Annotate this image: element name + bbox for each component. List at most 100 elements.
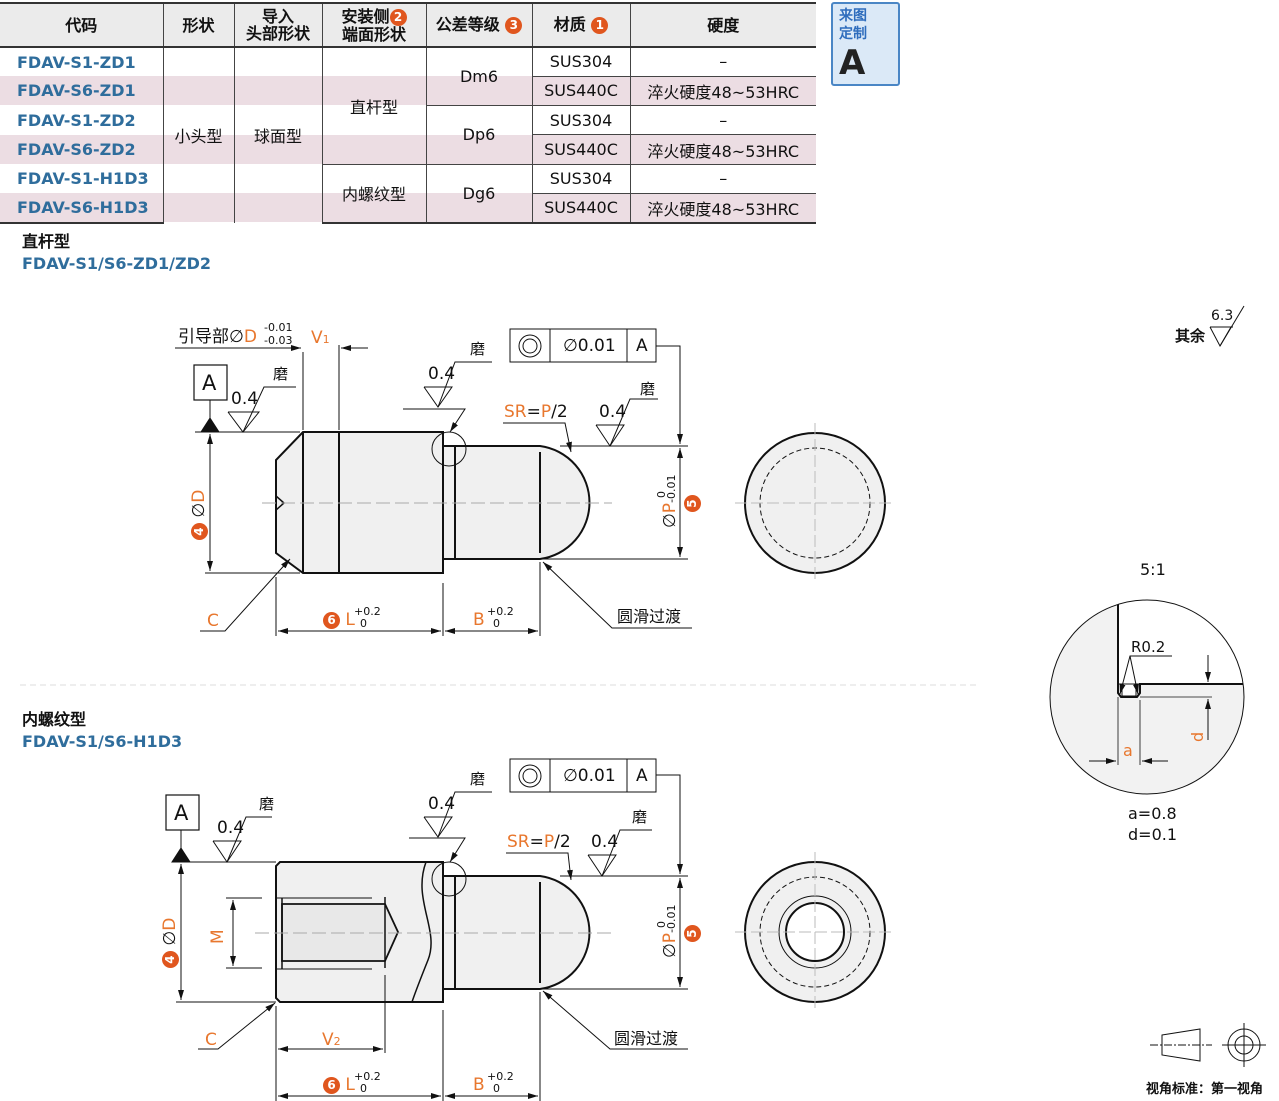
detail-scale: 5:1 [1140,560,1166,579]
v2-label: V2 [322,1032,341,1049]
badge-4: 4 [191,523,208,540]
roughness-value: 0.4 [231,389,259,409]
material-cell: SUS304 [531,164,630,194]
diameter-p-dimension: ∅P-0.01 [660,474,680,528]
section-title-straight: 直杆型 [22,232,71,251]
v-label: V [311,328,323,348]
v-sub: 1 [322,333,330,346]
header-hardness: 硬度 [629,2,816,48]
material-cell: SUS304 [531,105,630,136]
roughness-value: 0.4 [217,818,245,838]
length-dimension: 6 L [323,1077,355,1094]
material-cell: SUS440C [531,134,630,165]
tol-plus: +0.2 [354,605,381,618]
code-cell[interactable]: FDAV-S6-ZD1 [17,81,136,101]
hardness-cell: 淬火硬度48~53HRC [629,193,816,224]
table-row: FDAV-S1-ZD2 Dp6 SUS304 – [0,105,816,165]
material-cell: SUS440C [531,76,630,107]
datum-a: A [202,371,217,395]
p-tol-upper: 0 [655,921,668,928]
hardness-cell: – [629,164,816,194]
sr-label: SR=P/2 [507,834,571,851]
badge-6: 6 [323,1077,340,1094]
chamfer-label: C [207,611,219,631]
roughness-value: 0.4 [591,832,619,852]
rest-roughness: 6.3 [1211,308,1234,324]
sr-rest: /2 [551,402,568,422]
badge-3: 3 [505,17,523,34]
badge-4: 4 [162,951,179,968]
gdt-datum: A [636,336,648,356]
smooth-transition-note: 圆滑过渡 [617,607,682,626]
end-shape-cell: 内螺纹型 [321,164,426,224]
d-depth-label: d [1188,731,1207,742]
tol-plus: +0.2 [487,605,514,618]
dia-symbol: ∅ [229,327,244,347]
sr-rest: /2 [554,832,571,852]
gdt-value: ∅0.01 [563,766,616,786]
tol-zero: 0 [360,617,367,630]
code-cell[interactable]: FDAV-S1-ZD2 [17,110,136,130]
l-label: L [345,1075,355,1095]
tol-zero: 0 [360,1082,367,1095]
custom-drawing-badge[interactable]: 来图 定制 A [831,2,900,86]
header-head-shape-line1: 导入 [261,7,294,26]
section-title-thread: 内螺纹型 [22,710,87,729]
p-tol-lower: -0.01 [665,904,678,933]
tol-plus: +0.2 [487,1070,514,1083]
header-end-shape-line1: 安装侧 [341,6,390,26]
guide-dimension: 引导部∅D [178,329,257,346]
material-cell: SUS304 [531,47,630,77]
radius-label: R0.2 [1131,638,1166,656]
sr-label: SR=P/2 [504,404,568,421]
grind-note: 磨 [640,380,656,398]
shape-cell: 小头型 [162,47,234,223]
sr-text: SR [507,832,530,852]
custom-badge-letter: A [839,43,866,83]
section-code-straight: FDAV-S1/S6-ZD1/ZD2 [22,254,212,273]
dia-symbol: ∅ [660,943,680,958]
p-badge-wrap: 5 [684,925,701,942]
d-label: D [243,327,257,347]
table-row: FDAV-S6-ZD1 SUS440C 淬火硬度48~53HRC [0,76,816,107]
p-text: P [543,832,555,852]
header-shape: 形状 [162,2,234,48]
grind-note: 磨 [632,808,648,826]
p-label: P [660,502,680,514]
badge-5: 5 [684,495,701,512]
table-row: FDAV-S6-ZD2 SUS440C 淬火硬度48~53HRC [0,134,816,165]
gdt-datum: A [636,766,648,786]
header-tolerance: 公差等级 3 [425,2,532,48]
diameter-d-dimension: 4 ∅D [189,489,209,540]
code-cell[interactable]: FDAV-S1-H1D3 [17,169,149,189]
code-cell[interactable]: FDAV-S1-ZD1 [17,52,136,72]
dia-symbol: ∅ [160,930,180,946]
grind-note: 磨 [470,770,486,788]
custom-badge-line1: 来图 [839,8,867,24]
tolerance-cell: Dg6 [425,164,532,224]
code-cell[interactable]: FDAV-S6-H1D3 [0,193,163,224]
p-badge-wrap: 5 [684,495,701,512]
header-head-shape: 导入头部形状 [233,2,322,48]
grind-note: 磨 [259,795,275,813]
dia-symbol: ∅ [660,513,680,528]
hardness-cell: 淬火硬度48~53HRC [629,134,816,165]
diameter-d-dimension: 4 ∅D [160,918,180,968]
badge-5: 5 [684,925,701,942]
a-label: a [1123,741,1133,760]
p-text: P [540,402,552,422]
end-shape-cell: 直杆型 [321,47,426,165]
datum-a: A [174,801,189,825]
head-shape-cell: 球面型 [233,47,322,223]
header-tolerance-label: 公差等级 [435,15,500,34]
code-cell[interactable]: FDAV-S6-ZD2 [17,140,136,160]
d-value: d=0.1 [1128,825,1178,844]
tolerance-cell: Dm6 [425,47,532,107]
p-label: P [660,932,680,944]
tol-zero: 0 [493,1082,500,1095]
v-label: V [322,1030,334,1050]
d-label: D [189,489,209,503]
gdt-value: ∅0.01 [563,336,616,356]
l-label: L [345,610,355,630]
